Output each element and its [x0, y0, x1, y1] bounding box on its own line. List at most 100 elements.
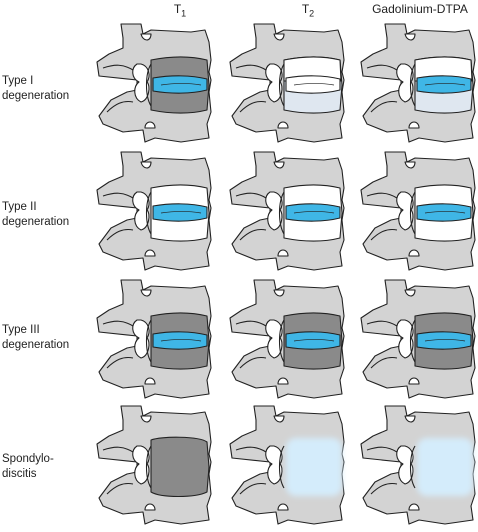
intervertebral-disc [285, 203, 341, 222]
disc-cleft-line [160, 83, 202, 86]
facet-line-upper [235, 446, 267, 453]
facet-line-upper [366, 446, 398, 453]
posterior-disc-margin [145, 63, 152, 107]
posterior-disc-margin [409, 319, 416, 363]
neural-foramen [396, 191, 414, 231]
vertebra-svg [229, 23, 345, 143]
lower-notch [277, 121, 289, 129]
posterior-disc-margin [409, 191, 416, 235]
column-header-gadolinium-label: Gadolinium-DTPA [372, 2, 468, 16]
vertebra-group [360, 279, 476, 399]
facet-line-lower [239, 100, 267, 113]
posterior-disc-margin [278, 319, 285, 363]
endplate-upper [283, 56, 342, 82]
upper-notch [273, 161, 285, 169]
upper-notch [404, 161, 416, 169]
neural-foramen [265, 63, 283, 103]
facet-line-upper [235, 64, 267, 71]
disc-cleft-line [160, 339, 202, 342]
upper-notch [273, 415, 285, 423]
column-header-t1-sub: 1 [181, 8, 187, 19]
vertebra-group [229, 23, 345, 143]
facet-line-lower [106, 482, 134, 495]
vertebra-svg [360, 151, 476, 271]
vertebra-group [96, 279, 212, 399]
upper-notch [273, 289, 285, 297]
vertebra-group [360, 405, 476, 525]
facet-line-lower [239, 482, 267, 495]
facet-line-upper [366, 320, 398, 327]
facet-line-upper [235, 192, 267, 199]
facet-line-upper [102, 64, 134, 71]
facet-line-lower [370, 228, 398, 241]
disc-cleft-line [160, 211, 202, 214]
column-header-t2: T2 [248, 2, 368, 18]
lower-notch [144, 249, 156, 257]
vertebra-group [229, 405, 345, 525]
column-header-gadolinium: Gadolinium-DTPA [360, 2, 478, 16]
lower-notch [408, 503, 420, 511]
vertebra-svg [96, 23, 212, 143]
vertebra-cell-type3-t2 [226, 276, 354, 404]
neural-foramen [396, 445, 414, 485]
edema-region [286, 438, 342, 496]
intervertebral-disc [416, 203, 472, 222]
posterior-disc-margin [409, 445, 416, 489]
column-header-t1: T1 [120, 2, 240, 18]
row-label-type3: Type III degeneration [2, 323, 92, 353]
neural-foramen [396, 63, 414, 103]
edema-region [417, 438, 473, 496]
disc-cleft-line [424, 211, 466, 214]
upper-notch [140, 161, 152, 169]
row-label-type2-line1: Type II [2, 201, 37, 213]
vertebra-cell-type3-gd [357, 276, 478, 404]
vertebra-group [229, 151, 345, 271]
column-header-t1-label: T [173, 2, 182, 16]
lower-notch [408, 249, 420, 257]
disc-cleft-line [293, 83, 335, 86]
row-label-type2: Type II degeneration [2, 200, 92, 230]
facet-line-lower [106, 100, 134, 113]
vertebra-cell-type2-t2 [226, 148, 354, 276]
facet-line-upper [102, 320, 134, 327]
facet-line-upper [102, 192, 134, 199]
vertebra-svg [229, 279, 345, 399]
facet-line-lower [239, 356, 267, 369]
lower-notch [144, 377, 156, 385]
facet-line-lower [370, 482, 398, 495]
vertebra-group [96, 405, 212, 525]
endplate-upper [414, 56, 473, 82]
upper-notch [140, 33, 152, 41]
vertebra-svg [229, 151, 345, 271]
destroyed-disc-region [150, 436, 210, 498]
facet-line-upper [102, 446, 134, 453]
vertebra-svg [96, 151, 212, 271]
vertebra-group [229, 279, 345, 399]
vertebra-cell-spondylodiscitis-t2 [226, 402, 354, 530]
vertebra-cell-type3-t1 [93, 276, 221, 404]
neural-foramen [265, 319, 283, 359]
lower-notch [408, 377, 420, 385]
intervertebral-disc [416, 331, 472, 350]
intervertebral-disc [416, 75, 472, 94]
posterior-disc-margin [145, 445, 152, 489]
disc-cleft-line [424, 339, 466, 342]
intervertebral-disc [152, 331, 208, 350]
facet-line-lower [370, 356, 398, 369]
neural-foramen [265, 191, 283, 231]
column-header-t2-sub: 2 [309, 8, 315, 19]
row-label-spondylodiscitis-line2: discitis [2, 468, 37, 480]
intervertebral-disc [285, 331, 341, 350]
posterior-disc-margin [278, 63, 285, 107]
posterior-disc-margin [145, 191, 152, 235]
intervertebral-disc [285, 75, 341, 94]
facet-line-upper [366, 192, 398, 199]
upper-notch [140, 289, 152, 297]
facet-line-lower [106, 228, 134, 241]
row-label-type1: Type I degeneration [2, 74, 92, 104]
facet-line-upper [366, 64, 398, 71]
intervertebral-disc [152, 203, 208, 222]
upper-notch [404, 33, 416, 41]
vertebra-svg [229, 405, 345, 525]
vertebra-cell-type2-t1 [93, 148, 221, 276]
